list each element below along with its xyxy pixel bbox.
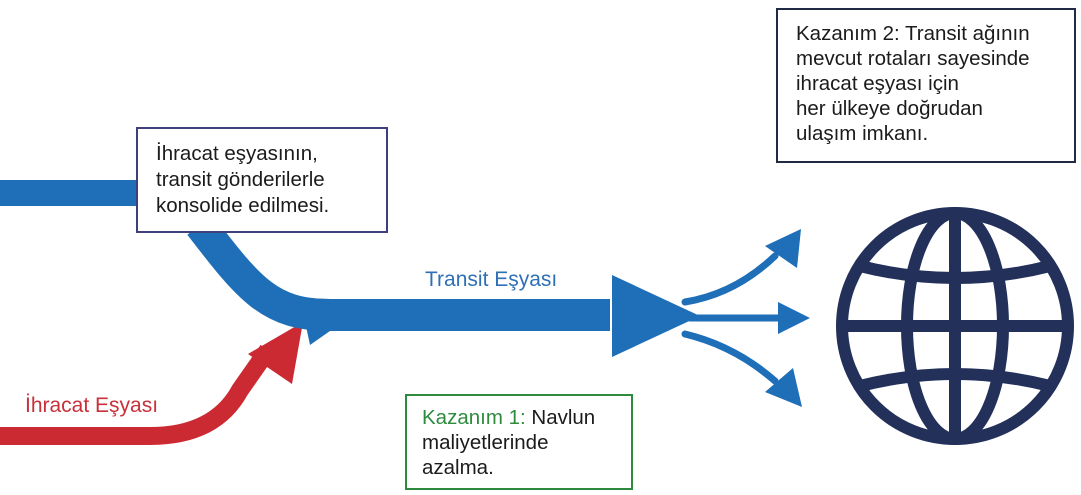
split-arrow-upper [681,252,779,306]
export-goods-label: İhracat Eşyası [25,394,159,417]
split-arrow-middle-head [778,302,810,334]
transit-merge-join [300,298,330,345]
transit-input-stem [0,180,142,206]
benefit-2-line-4: her ülkeye doğrudan [796,97,983,120]
export-flow-arrow [0,344,276,445]
benefit-2-box: Kazanım 2: Transit ağının mevcut rotalar… [776,8,1076,163]
transit-main-arrowhead [612,275,700,357]
split-arrow-lower [681,330,779,385]
benefit-1-line-2: maliyetlerinde [422,431,549,454]
benefit-2-line-5: ulaşım imkanı. [796,122,929,145]
benefit-2-line-3: ihracat eşyası için [796,72,959,95]
split-arrow-lower-head [765,368,802,407]
consolidation-box: İhracat eşyasının, transit gönderilerle … [136,127,388,233]
transit-goods-label: Transit Eşyası [425,268,558,291]
consolidation-line-1: İhracat eşyasının, [156,142,318,165]
benefit-2-line-2: mevcut rotaları sayesinde [796,47,1030,70]
benefit-2-line-1: Kazanım 2: Transit ağının [796,22,1030,45]
export-flow-arrowhead [248,322,303,384]
globe-icon [836,207,1074,445]
benefit-1-line-1-rest: Navlun [525,406,596,429]
benefit-1-title: Kazanım 1: [422,406,526,429]
benefit-1-line-3: azalma. [422,456,494,479]
consolidation-line-2: transit gönderilerle [156,168,325,191]
consolidation-line-3: konsolide edilmesi. [156,194,330,217]
split-arrow-upper-head [765,229,801,268]
benefit-1-line-1: Kazanım 1: Navlun [422,405,621,430]
benefit-1-box: Kazanım 1: Navlun maliyetlerinde azalma. [405,394,633,490]
